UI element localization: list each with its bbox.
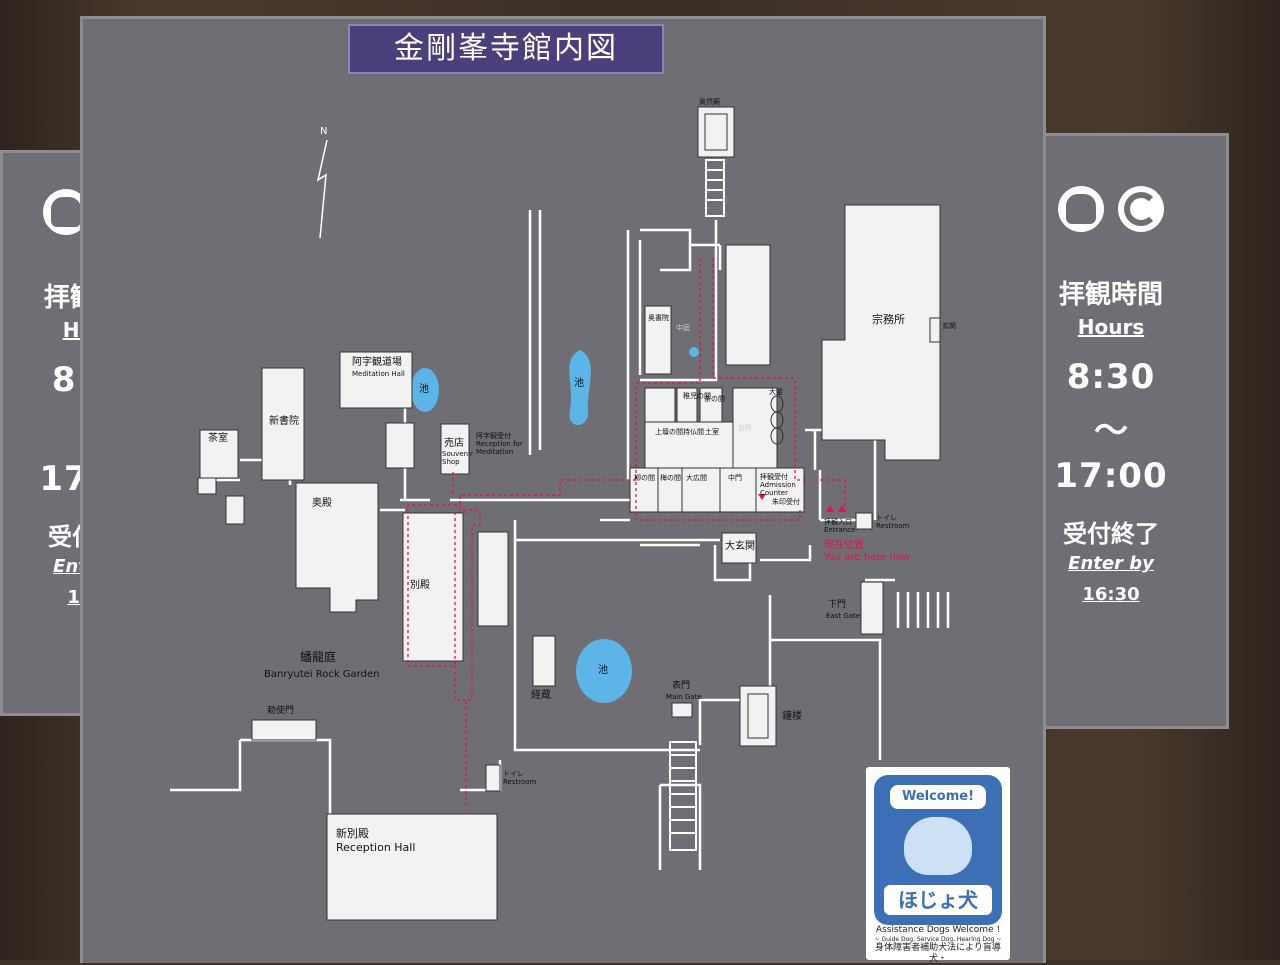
compass-north-label: N (320, 126, 328, 137)
tomoe-crest-icon (1118, 186, 1164, 232)
stairs (669, 159, 725, 851)
label-genzai: 現在位置 (824, 540, 864, 551)
label-ogenkan: 大玄関 (725, 541, 755, 552)
label-pond: 池 (598, 665, 608, 676)
reception-end-title: 受付終了 (1063, 520, 1159, 548)
label-jibutsu: 持仏間 (683, 428, 704, 436)
assistance-dog-sticker: Welcome! ほじょ犬 Assistance Dogs Welcome ! … (866, 767, 1010, 964)
label-yanagi: 柳の間 (634, 474, 655, 482)
sticker-caption: Assistance Dogs Welcome ! ~ Guide Dog, S… (870, 925, 1006, 965)
current-location-marker: 現在位置 You are here now (824, 540, 910, 564)
label-okushoin: 奥書院 (648, 314, 669, 322)
building-details (704, 113, 784, 739)
label-okama: 大釜 (769, 388, 783, 396)
label-okuden: 奥殿 (312, 498, 332, 509)
label-baiten: 売店 (444, 438, 464, 449)
label-shinshoin: 新書院 (269, 416, 299, 427)
sticker-panel: Welcome! ほじょ犬 (874, 775, 1002, 925)
hours-title: 拝観時間 (1058, 280, 1163, 310)
route-arrows (758, 494, 846, 512)
label-haikan-uketsuke-en1: Admission (760, 481, 796, 489)
label-wakaba: 稚児の間 (683, 392, 711, 400)
label-shumusho: 宗務所 (872, 313, 905, 326)
label-shinbetsuden: 新別殿 (336, 827, 369, 840)
label-shinzenbyo: 眞然廟 (699, 98, 720, 106)
label-ajikan-uketsuke: 阿字観受付 (476, 432, 511, 440)
label-chokushimon: 勅使門 (267, 706, 295, 716)
label-haikan-iriguchi: 拝観入口 (824, 518, 852, 526)
time-separator: 〜 (1094, 411, 1128, 451)
label-shinbetsuden-en: Reception Hall (336, 841, 416, 854)
label-jodan: 上壇の間 (655, 428, 683, 436)
label-shimomon-en: East Gate (826, 612, 861, 620)
buildings (197, 106, 941, 921)
label-shuin: 朱印受付 (772, 498, 800, 506)
enter-by-label: Enter by (1068, 553, 1154, 574)
label-baiten-en1: Souvenir (442, 450, 473, 458)
label-toilet: トイレ (876, 514, 897, 522)
label-toilet2-en: Restroom (503, 778, 537, 786)
label-haikan-iriguchi-en: Entrance (824, 526, 856, 534)
ponds (411, 347, 699, 703)
label-haikan-uketsuke: 拝観受付 (760, 473, 788, 481)
label-dozo: 土室 (705, 428, 719, 436)
caption-line1: Assistance Dogs Welcome ! (875, 925, 1001, 935)
label-daidokoro: 台所 (738, 424, 752, 432)
map-lines (170, 210, 895, 870)
label-omotemon-en: Main Gate (666, 693, 702, 701)
label-pond: 池 (574, 378, 584, 389)
map-title: 金剛峯寺館内図 (348, 24, 664, 74)
label-banryutei: 蟠龍庭 (300, 650, 337, 664)
caption-line3: 身体障害者補助犬法により盲導犬・ (875, 942, 1001, 964)
visitor-route (407, 258, 846, 810)
label-toilet-en: Restroom (876, 522, 910, 530)
label-betsuden: 別殿 (410, 580, 430, 591)
label-genzai-en: You are here now (824, 552, 911, 563)
label-ajikan: 阿字観道場 (352, 357, 402, 368)
label-toilet2: トイレ (503, 770, 524, 778)
label-ajikan-uketsuke-en1: Reception for (476, 440, 523, 448)
hojo-ken-label: ほじょ犬 (884, 885, 992, 915)
label-ajikan-uketsuke-en2: Meditation (476, 448, 514, 456)
label-omotemon: 表門 (672, 681, 691, 691)
crosswalk (896, 592, 950, 628)
paulownia-crest-icon (1058, 186, 1104, 232)
label-shoro: 鐘楼 (782, 711, 802, 722)
label-genkan: 玄関 (942, 322, 956, 330)
label-naka-niwa: 中庭 (676, 324, 690, 332)
label-pond: 池 (419, 384, 429, 395)
label-ohiroma: 大広間 (686, 474, 707, 482)
label-banryutei-en: Banryutei Rock Garden (264, 669, 380, 680)
caption-line2: ~ Guide Dog, Service Dog, Hearing Dog ~ (874, 935, 1002, 943)
label-ume: 梅の間 (660, 474, 681, 482)
label-baiten-en2: Shop (442, 458, 460, 466)
dog-face-icon (904, 817, 972, 875)
label-kyozo: 経蔵 (531, 690, 551, 701)
label-shimomon: 下門 (828, 600, 847, 610)
enter-by-time: 16:30 (1082, 584, 1140, 605)
hours-subtitle: Hours (1077, 315, 1145, 339)
open-time: 8:30 (1066, 357, 1156, 397)
label-chumon: 中門 (728, 474, 742, 482)
label-haikan-uketsuke-en2: Counter (760, 489, 788, 497)
label-chashitsu: 茶室 (208, 433, 228, 444)
welcome-label: Welcome! (890, 785, 986, 809)
label-cha: 茶の間 (704, 395, 725, 403)
compass-icon (316, 139, 328, 239)
label-ajikan-en: Meditation Hall (352, 370, 405, 378)
close-time: 17:00 (1054, 456, 1168, 496)
